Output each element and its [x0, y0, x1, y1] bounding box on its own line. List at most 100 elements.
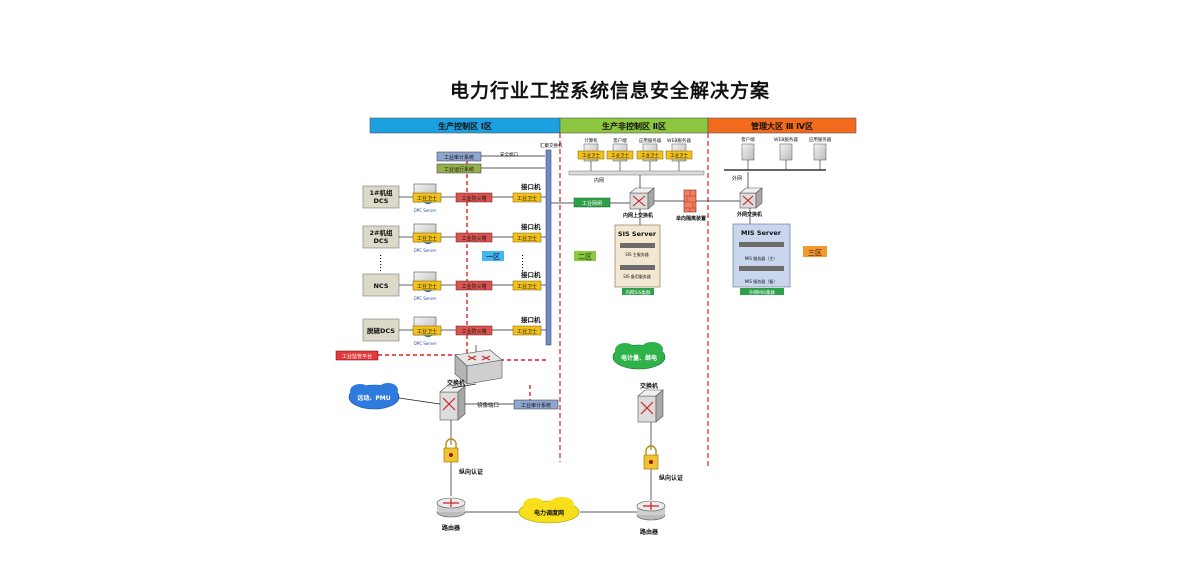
zone2-switch-icon	[637, 389, 664, 423]
interface-guard	[512, 280, 542, 291]
core-switch-label: 内网上交换机	[623, 212, 653, 219]
unit-name: DCS	[374, 237, 389, 245]
switch-label-zone2: 交换机	[640, 382, 658, 390]
zone3-client-label: WEB服务器	[774, 136, 798, 143]
svg-text:SIS 备用服务器: SIS 备用服务器	[623, 273, 651, 279]
zone-header-2: 生产非控制区 Ⅱ区	[559, 117, 709, 134]
firewall-label: 工业防火墙	[461, 195, 486, 202]
industrial-guard	[412, 192, 442, 203]
unit-name: 脱硫DCS	[367, 326, 395, 335]
zone2-client-guard: 工业卫士	[641, 152, 659, 159]
industrial-firewall	[455, 192, 493, 203]
zone-header-1: 生产控制区 Ⅰ区	[369, 117, 561, 134]
zone-tag-1: 一区	[482, 251, 504, 261]
audit-system-top: 工业审计系统	[436, 151, 482, 162]
dispatch-network-cloud: 电力调度网	[518, 497, 580, 524]
interface-guard-label: 工业卫士	[517, 328, 537, 335]
zone2-client-label: 客户端	[613, 137, 627, 144]
svg-text:内网SIS集群: 内网SIS集群	[625, 289, 651, 296]
switch-label-zone1: 交换机	[447, 379, 465, 387]
zone2-client-guard: 工业卫士	[611, 152, 629, 159]
auth-label-zone1: 纵向认证	[459, 468, 483, 476]
zone1-core-switch-icon	[454, 349, 503, 385]
auth-label-zone2: 纵向认证	[659, 474, 683, 482]
svg-text:电计量、继电: 电计量、继电	[621, 354, 657, 362]
unit-name: 2#机组	[370, 228, 393, 237]
unit-row: 1#机组DCSOPC Server工业卫士工业防火墙接口机工业卫士	[362, 182, 546, 213]
zone3-clients: 客户端 WEB服务器 应用服务器	[741, 136, 832, 170]
svg-text:工业审计系统: 工业审计系统	[444, 154, 474, 161]
router-icon-right	[636, 500, 666, 521]
opc-server-label: OPC Server	[414, 208, 437, 213]
zone2-client-label: 应用服务器	[639, 137, 662, 144]
unit-row: 2#机组DCSOPC Server工业卫士工业防火墙接口机工业卫士	[362, 222, 546, 253]
sis-title: SIS Server	[618, 230, 657, 238]
sis-server-cluster: SIS Server SIS 主服务器 SIS 备用服务器 内网SIS集群	[614, 224, 661, 296]
industrial-guard	[412, 325, 442, 336]
isolation-label: 单向隔离装置	[676, 215, 706, 222]
guard-label: 工业卫士	[417, 195, 437, 202]
mgmt-platform: 工业监管平台	[335, 350, 379, 361]
svg-text:电力调度网: 电力调度网	[534, 509, 564, 517]
interface-guard	[512, 192, 542, 203]
interface-guard	[512, 232, 542, 243]
svg-text:三区: 三区	[808, 249, 822, 257]
ext-switch-label: 外网交换机	[737, 211, 762, 218]
interface-machine-label: 接口机	[521, 222, 541, 231]
mis-title: MIS Server	[741, 229, 782, 237]
ops-system-top: 工业运行系统	[436, 163, 482, 174]
router-label-left: 路由器	[442, 524, 461, 532]
security-port-label: 安全端口	[500, 151, 518, 158]
mis-server-cluster: MIS Server MIS 服务器（主） MIS 服务器（备） 外网MIS集群	[732, 223, 791, 296]
svg-text:MIS 服务器（备）: MIS 服务器（备）	[745, 278, 777, 284]
energy-cloud: 电计量、继电	[612, 342, 666, 370]
opc-server-label: OPC Server	[414, 296, 437, 301]
diagram-title: 电力行业工控系统信息安全解决方案	[449, 80, 770, 102]
zone3-client-icon: 客户端	[741, 136, 755, 170]
firewall-label: 工业防火墙	[461, 328, 486, 335]
zone-label-1: 生产控制区 Ⅰ区	[438, 121, 492, 131]
zone-tag-3: 三区	[803, 246, 827, 257]
interface-machine-label: 接口机	[521, 315, 541, 324]
zone2-client-label: 计算机	[584, 137, 598, 144]
svg-text:远动、PMU: 远动、PMU	[357, 394, 390, 402]
firewall-label: 工业防火墙	[461, 235, 486, 242]
industrial-guard	[412, 232, 442, 243]
industrial-guard	[412, 280, 442, 291]
zone3-client-label: 客户端	[741, 136, 755, 143]
svg-text:外网MIS集群: 外网MIS集群	[749, 289, 776, 296]
zone3-client-icon: WEB服务器	[774, 136, 798, 170]
zone-label-3: 管理大区 Ⅲ Ⅳ区	[751, 121, 813, 131]
guard-label: 工业卫士	[417, 283, 437, 290]
industrial-firewall	[455, 325, 493, 336]
svg-text:工业监管平台: 工业监管平台	[342, 353, 372, 360]
zone2-client-guard: 工业卫士	[670, 152, 688, 159]
firewall-icon	[683, 189, 697, 213]
router-label-right: 路由器	[640, 528, 659, 536]
industrial-gateway: 工业网闸	[573, 197, 611, 208]
interface-machine-label: 接口机	[521, 182, 541, 191]
unit-row: 脱硫DCSOPC Server工业卫士工业防火墙接口机工业卫士	[362, 315, 546, 346]
interface-guard-label: 工业卫士	[517, 235, 537, 242]
audit-system-bottom: 工业审计系统	[513, 399, 559, 410]
industrial-firewall	[455, 232, 493, 243]
ellipsis-left: ……	[377, 254, 387, 272]
zone3-client-icon: 应用服务器	[809, 136, 832, 170]
svg-text:SIS 主服务器: SIS 主服务器	[625, 251, 649, 257]
guard-label: 工业卫士	[417, 235, 437, 242]
convergence-switch-bar	[545, 149, 552, 346]
interface-guard-label: 工业卫士	[517, 195, 537, 202]
interface-machine-label: 接口机	[521, 270, 541, 279]
unit-rows: 1#机组DCSOPC Server工业卫士工业防火墙接口机工业卫士2#机组DCS…	[362, 182, 546, 346]
svg-text:一区: 一区	[486, 253, 500, 261]
ellipsis-right: ……	[519, 254, 529, 272]
unit-row: NCSOPC Server工业卫士工业防火墙接口机工业卫士	[362, 270, 546, 301]
convergence-switch-label: 汇聚交换机	[540, 142, 563, 149]
firewall-label: 工业防火墙	[461, 283, 486, 290]
